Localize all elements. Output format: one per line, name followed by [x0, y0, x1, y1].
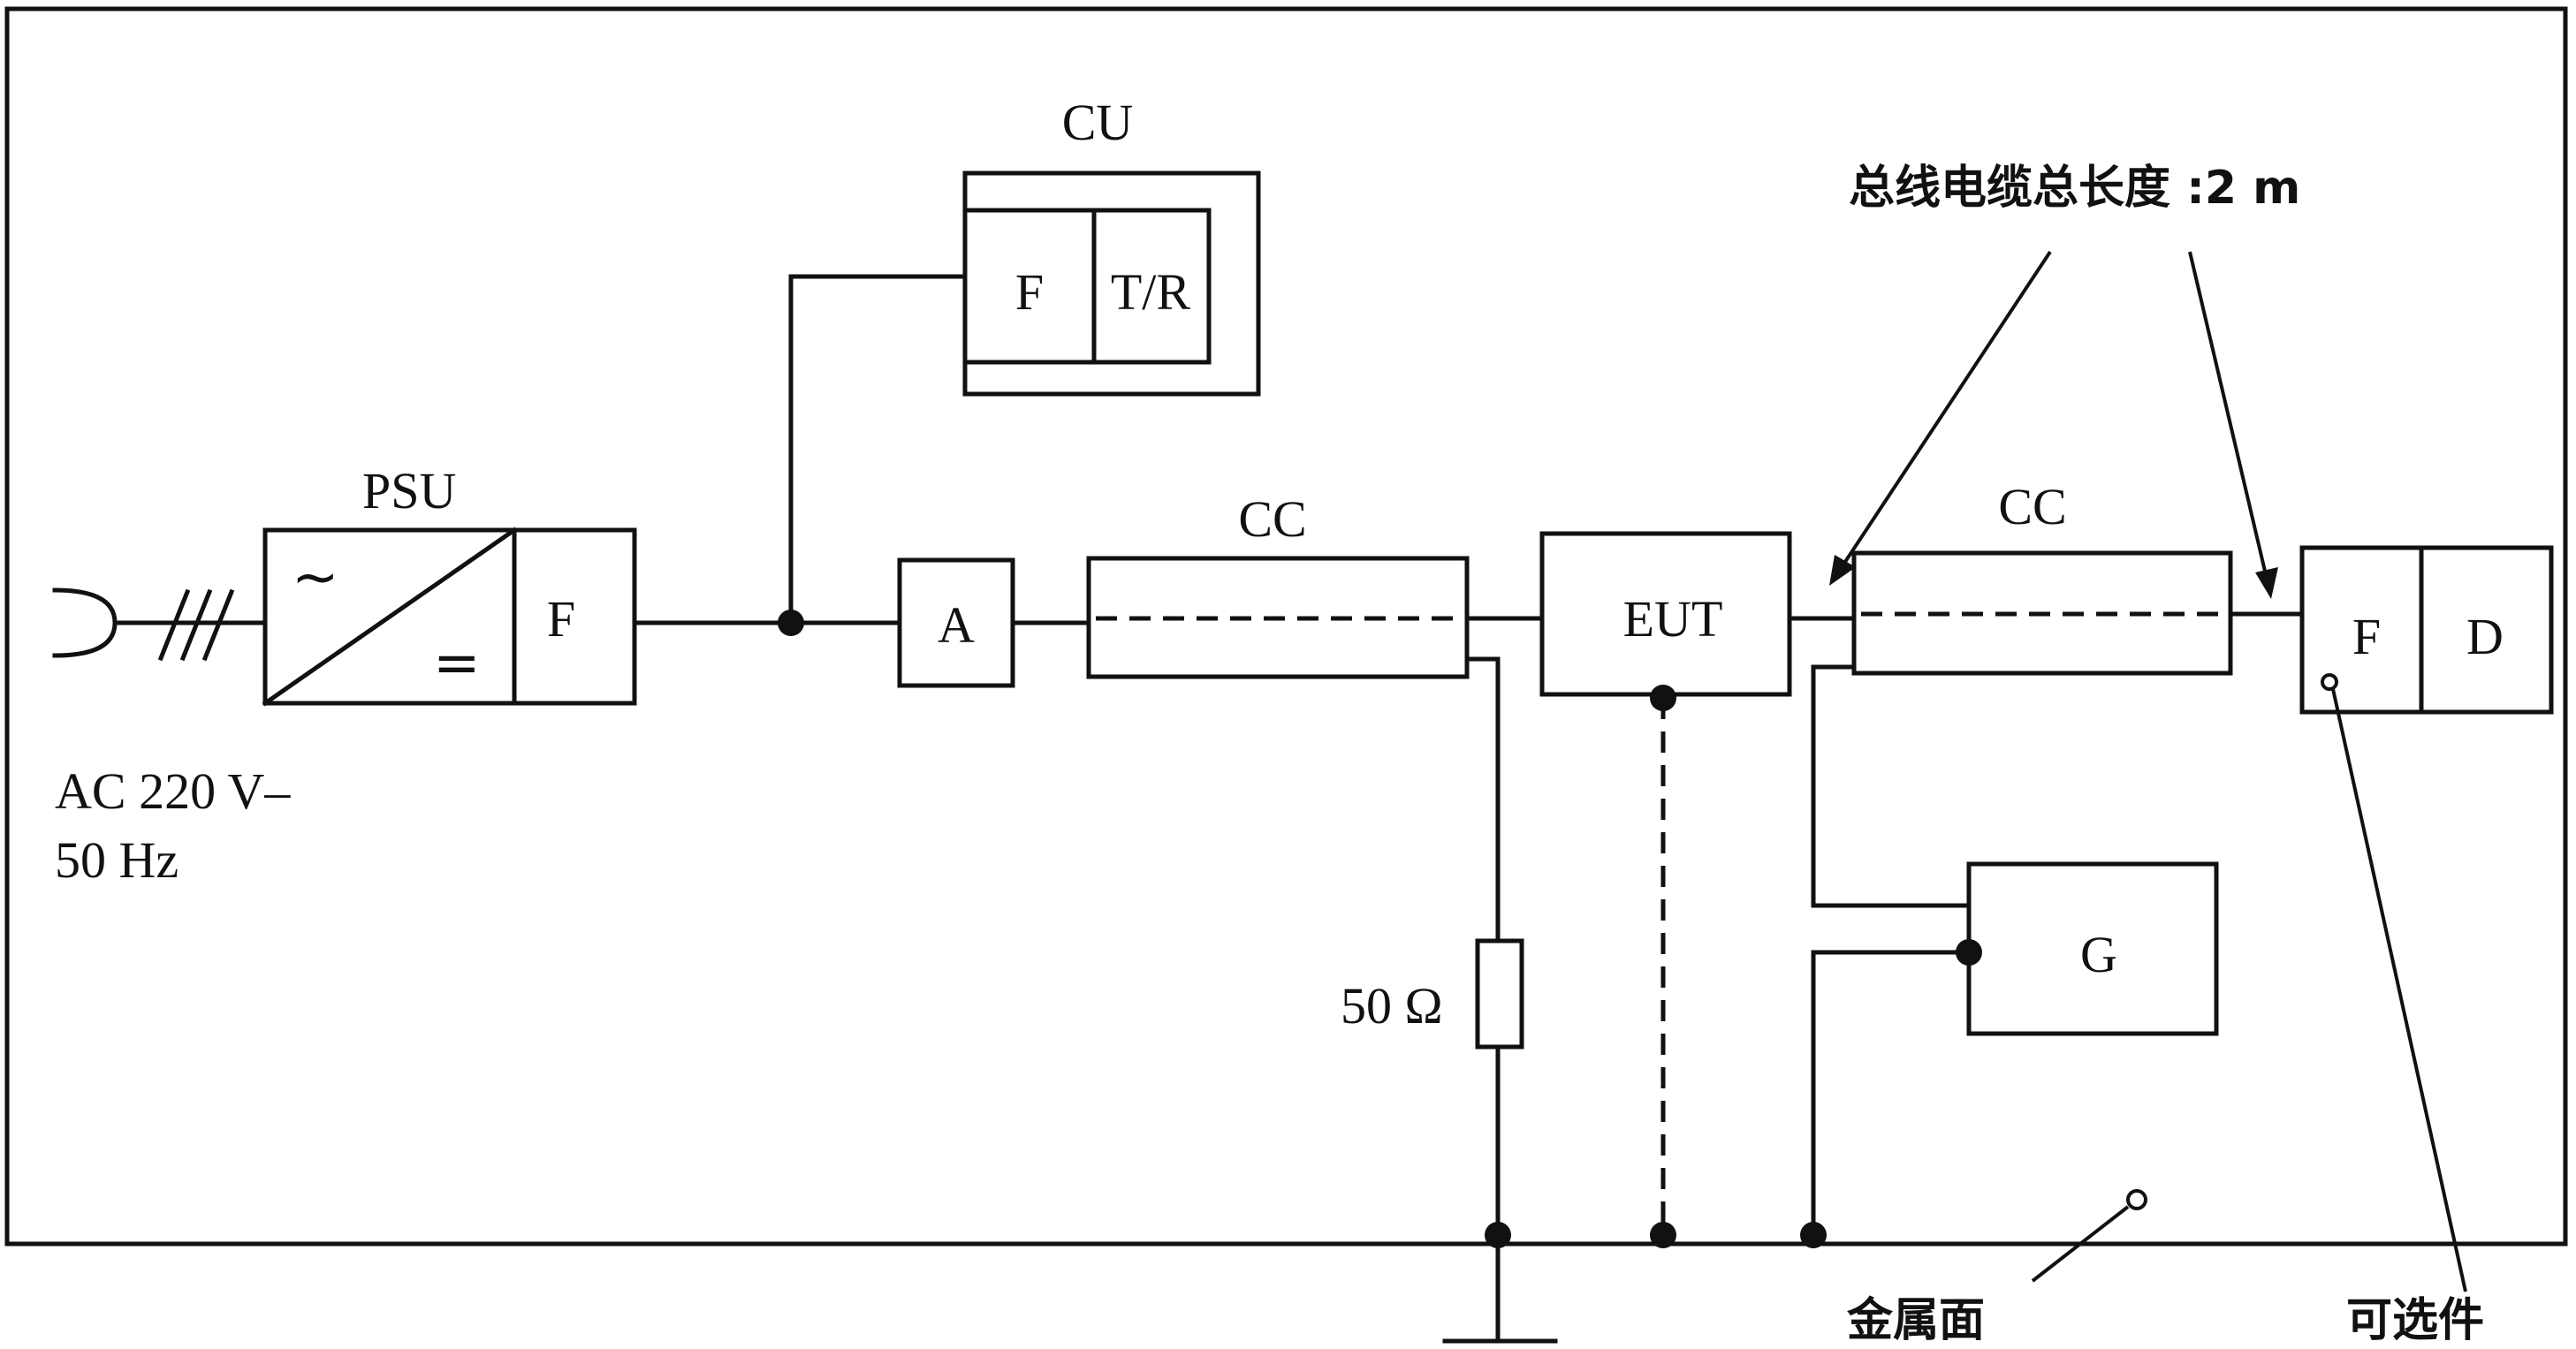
cu-filter-label: F — [1015, 263, 1044, 321]
eut-label: EUT — [1623, 590, 1723, 648]
optional-label: 可选件 — [2346, 1294, 2484, 1347]
psu-label: PSU — [362, 462, 456, 519]
power-spec-line1: AC 220 V– — [55, 762, 291, 820]
fd-filter-label: F — [2352, 608, 2381, 665]
cu-tr-label: T/R — [1111, 263, 1191, 321]
cc-left-label: CC — [1238, 490, 1306, 548]
eut-block — [1539, 531, 1792, 697]
power-plug-icon — [52, 587, 268, 662]
g-label: G — [2080, 926, 2117, 983]
power-spec-line2: 50 Hz — [55, 831, 179, 889]
psu-block — [262, 527, 637, 707]
cc-right-label: CC — [1998, 478, 2066, 535]
fd-d-label: D — [2466, 608, 2504, 665]
bus-cable-arrows — [1829, 250, 2278, 599]
psu-dc-symbol: = — [433, 631, 481, 696]
resistor-50-ohm — [1475, 938, 1524, 1050]
a-block — [897, 557, 1015, 688]
cu-block — [962, 171, 1261, 397]
resistor-label: 50 Ω — [1341, 977, 1443, 1034]
metal-plane-label: 金属面 — [1846, 1294, 1985, 1347]
psu-filter-label: F — [547, 590, 575, 648]
a-label: A — [938, 596, 975, 654]
cu-label: CU — [1062, 94, 1134, 151]
metal-plane-marker — [2126, 1189, 2147, 1210]
outer-frame — [4, 6, 2568, 1247]
optional-marker — [2321, 673, 2338, 691]
psu-ac-symbol: ~ — [292, 545, 339, 610]
fd-block — [2299, 545, 2554, 715]
bus-cable-label: 总线电缆总长度 :2 m — [1849, 162, 2300, 215]
